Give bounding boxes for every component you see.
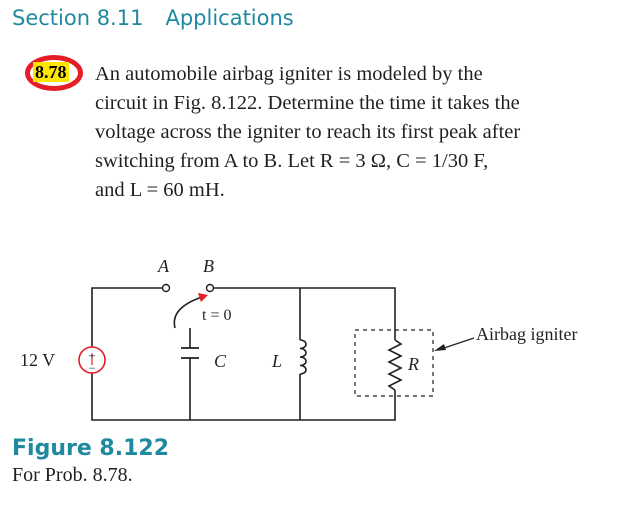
source-minus: − xyxy=(89,361,96,375)
inductor-label: L xyxy=(271,351,282,371)
wire-right-mesh xyxy=(190,287,396,421)
switch-arrow xyxy=(198,293,208,302)
section-number: Section 8.11 xyxy=(12,6,144,30)
switch-label-b: B xyxy=(203,256,214,276)
problem-number-circle xyxy=(25,55,83,91)
inductor-coil xyxy=(299,339,307,375)
switch-terminal-b xyxy=(205,283,215,293)
switch-label-a: A xyxy=(157,256,170,276)
resistor-label: R xyxy=(407,354,419,374)
problem-line: and L = 60 mH. xyxy=(95,179,225,201)
resistor-zigzag xyxy=(387,339,403,391)
igniter-box xyxy=(354,329,434,397)
switch-time-label: t = 0 xyxy=(202,307,231,324)
section-title: Applications xyxy=(165,6,294,30)
igniter-pointer-head xyxy=(434,344,446,351)
capacitor-label: C xyxy=(214,351,227,371)
section-header: Section 8.11 Applications xyxy=(12,6,294,30)
igniter-label: Airbag igniter xyxy=(476,324,577,344)
problem-number: 8.78 xyxy=(33,62,69,82)
source-voltage-label: 12 V xyxy=(20,350,55,370)
wire-left-loop xyxy=(91,287,190,421)
problem-statement: An automobile airbag igniter is modeled … xyxy=(95,60,615,205)
problem-line: switching from A to B. Let R = 3 Ω, C = … xyxy=(95,150,489,172)
problem-line: circuit in Fig. 8.122. Determine the tim… xyxy=(95,92,520,114)
source-plus: + xyxy=(88,348,95,363)
problem-line: An automobile airbag igniter is modeled … xyxy=(95,63,483,85)
circuit-diagram: + − 12 V A B t = 0 C L R Airbag igniter xyxy=(20,256,577,421)
problem-line: voltage across the igniter to reach its … xyxy=(95,121,521,143)
switch-terminal-a xyxy=(161,283,171,293)
figure-label: Figure 8.122 xyxy=(12,436,169,461)
switch-arm xyxy=(173,296,203,329)
figure-caption: For Prob. 8.78. xyxy=(12,464,133,486)
